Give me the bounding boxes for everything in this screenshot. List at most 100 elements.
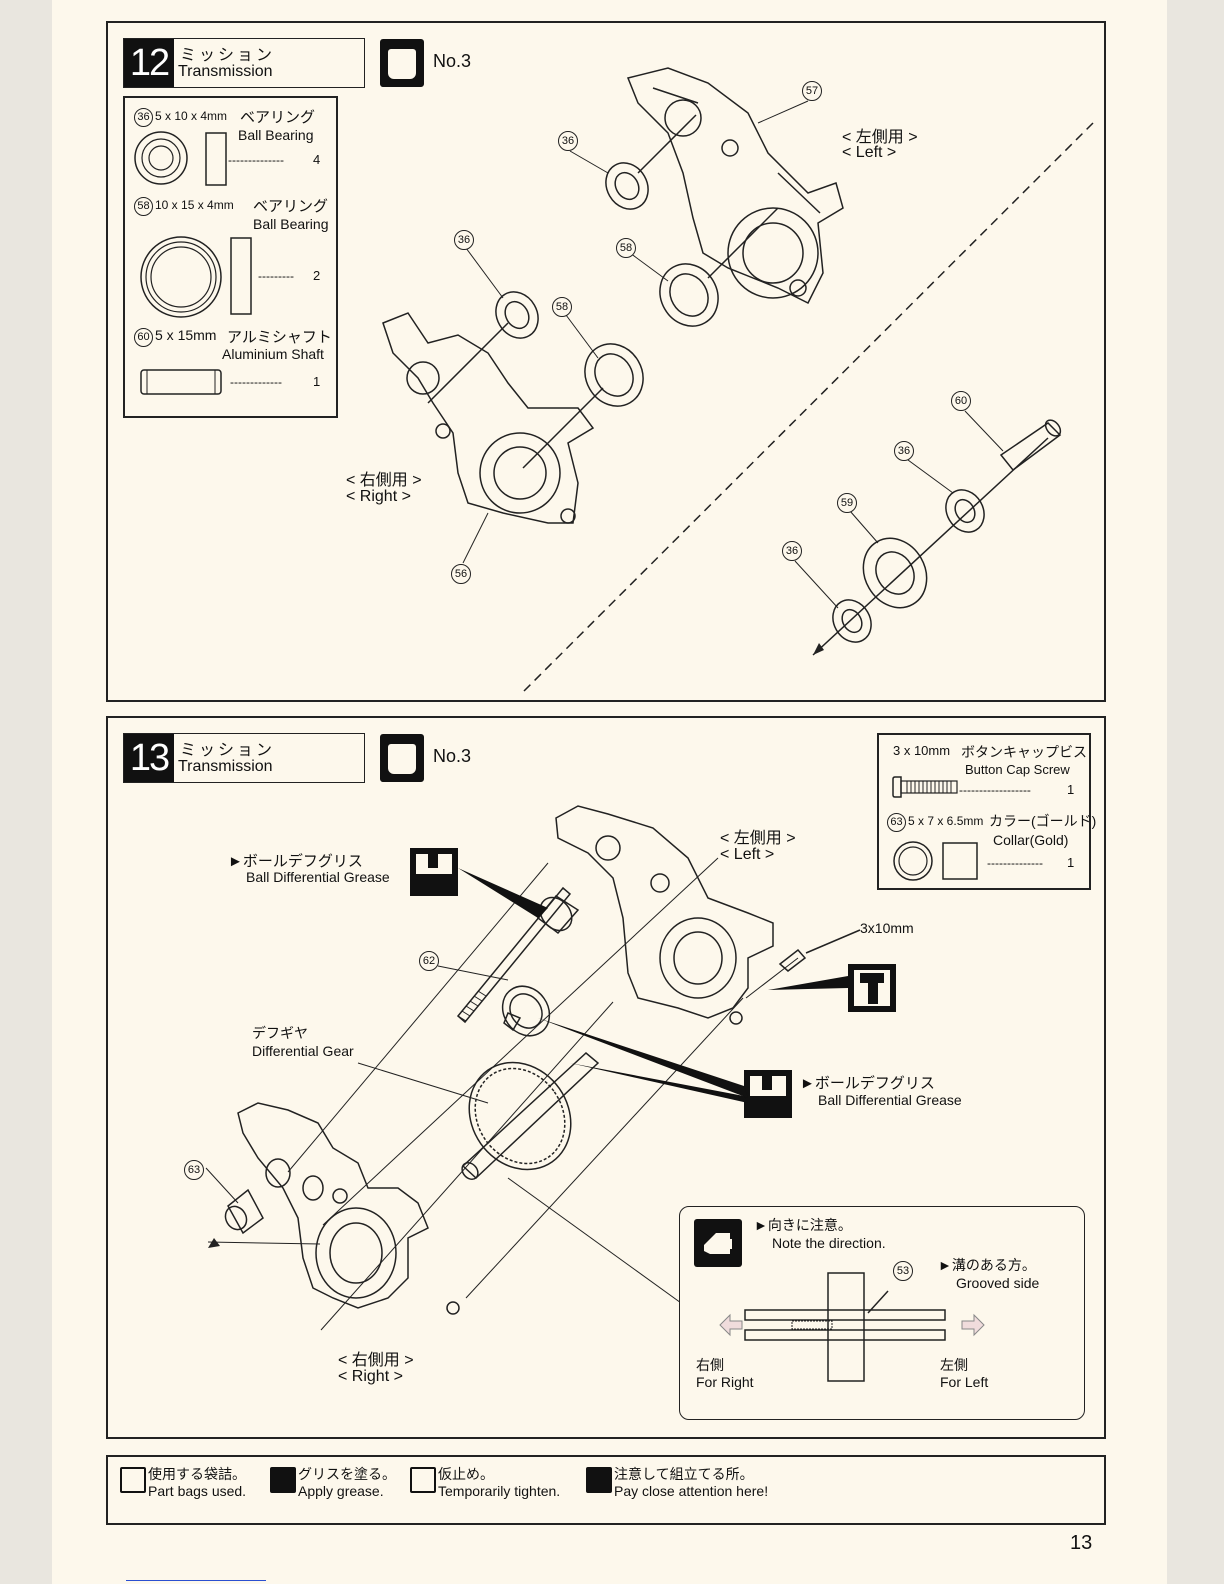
bag-icon [380, 734, 424, 782]
collar-qty: 1 [1067, 855, 1075, 870]
shaft-direction-diagram [719, 1272, 985, 1382]
note-title-en: Note the direction. [772, 1235, 886, 1251]
left-label-en: < Left > [720, 846, 775, 863]
step-number: 12 [124, 39, 174, 87]
callout-36: 36 [558, 131, 578, 151]
collar-drawing [893, 841, 978, 881]
callout-36: 36 [782, 541, 802, 561]
note-left-jp: 左側 [940, 1357, 968, 1373]
shaft-60-drawing [140, 369, 222, 395]
screw-name-jp: ボタンキャップビス [961, 744, 1087, 760]
note-groove-en: Grooved side [956, 1275, 1040, 1291]
callout-36: 36 [894, 441, 914, 461]
step-13-parts-box: 3 x 10mm ボタンキャップビス Button Cap Screw ----… [877, 733, 1096, 890]
note-right-en: For Right [696, 1374, 754, 1390]
grease-label-2-jp: ►ボールデフグリス [800, 1075, 935, 1092]
callout-58: 58 [552, 297, 572, 317]
right-label-en: < Right > [346, 488, 411, 505]
screw-name-en: Button Cap Screw [965, 762, 1070, 777]
left-label-jp: < 左側用 > [720, 830, 796, 847]
part-36-name-jp: ベアリング [240, 109, 316, 126]
right-label-en: < Right > [338, 1368, 403, 1385]
bearing-58-drawing [140, 236, 252, 318]
step-13-exploded-diagram [205, 805, 896, 1331]
step-12-header: 12 ミッション Transmission [123, 38, 365, 88]
screw-qty: 1 [1067, 782, 1075, 797]
part-60-qty: 1 [313, 374, 321, 389]
legend-attention-en: Pay close attention here! [614, 1483, 769, 1499]
footer-link-line [126, 1580, 266, 1581]
screw-drawing [892, 776, 958, 798]
step-13-header: 13 ミッション Transmission [123, 733, 365, 783]
callout-53: 53 [893, 1261, 913, 1281]
grease-label-1-jp: ►ボールデフグリス [228, 853, 363, 870]
callout-56: 56 [451, 564, 471, 584]
note-title-jp: ►向きに注意。 [754, 1217, 852, 1233]
right-label-jp: < 右側用 > [346, 472, 422, 489]
legend-attention-jp: 注意して組立てる所。 [614, 1466, 754, 1482]
bag-icon [380, 39, 424, 87]
part-60-id: 60 [134, 328, 153, 347]
part-60-qty-line: ------------- [230, 375, 282, 389]
collar-qty-line: -------------- [987, 856, 1043, 870]
note-right-jp: 右側 [696, 1357, 724, 1373]
left-label-en: < Left > [842, 144, 897, 161]
grease-label-2-en: Ball Differential Grease [818, 1092, 962, 1108]
part-58-name-en: Ball Bearing [253, 216, 329, 232]
bag-icon [120, 1467, 146, 1493]
legend-tighten-en: Temporarily tighten. [438, 1483, 561, 1499]
legend-bag-en: Part bags used. [148, 1483, 247, 1499]
collar-name-jp: カラー(ゴールド) [989, 813, 1097, 829]
diff-gear-label-en: Differential Gear [252, 1043, 354, 1059]
bearing-36-drawing [134, 131, 227, 186]
step-title-jp: ミッション [180, 47, 276, 64]
legend-tighten-jp: 仮止め。 [438, 1466, 494, 1482]
screw-qty-line: ------------------ [959, 783, 1031, 797]
part-36-name-en: Ball Bearing [238, 127, 314, 143]
part-58-qty: 2 [313, 268, 321, 283]
step-13-panel: 13 ミッション Transmission No.3 3 x 10mm ボタンキ… [106, 716, 1106, 1439]
bag-label: No.3 [433, 51, 472, 71]
callout-57: 57 [802, 81, 822, 101]
part-58-name-jp: ベアリング [253, 198, 329, 215]
note-left-en: For Left [940, 1374, 989, 1390]
part-60-name-en: Aluminium Shaft [222, 346, 324, 362]
part-36-qty: 4 [313, 152, 321, 167]
callout-59: 59 [837, 493, 857, 513]
step-title-en: Transmission [178, 63, 273, 80]
step-title-jp: ミッション [180, 742, 276, 759]
legend-grease-en: Apply grease. [298, 1483, 384, 1499]
step-title-en: Transmission [178, 758, 273, 775]
part-36-id: 36 [134, 108, 153, 127]
left-label-jp: < 左側用 > [842, 129, 918, 146]
callout-36: 36 [454, 230, 474, 250]
legend-panel: 使用する袋詰。 Part bags used. グリスを塗る。 Apply gr… [106, 1455, 1106, 1525]
screw-label: 3x10mm [860, 920, 914, 936]
step-number: 13 [124, 734, 174, 782]
callout-60: 60 [951, 391, 971, 411]
part-60-name-jp: アルミシャフト [227, 329, 332, 346]
bag-label: No.3 [433, 746, 472, 766]
part-58-id: 58 [134, 197, 153, 216]
grease-icon [270, 1467, 296, 1493]
callout-58: 58 [616, 238, 636, 258]
attention-hand-icon [694, 1219, 742, 1267]
legend-bag-jp: 使用する袋詰。 [148, 1466, 246, 1482]
diff-gear-label-jp: デフギヤ [252, 1025, 308, 1041]
page-number: 13 [1070, 1532, 1093, 1554]
tighten-icon [410, 1467, 436, 1493]
part-63-id: 63 [887, 813, 906, 832]
step-12-exploded-diagram [382, 67, 1094, 696]
screw-size: 3 x 10mm [893, 743, 951, 758]
part-36-qty-line: -------------- [228, 153, 284, 167]
direction-note-box: ►向きに注意。 Note the direction. ►溝のある方。 Groo… [679, 1206, 1085, 1420]
grease-label-1-en: Ball Differential Grease [246, 869, 390, 885]
attention-hand-icon [586, 1467, 612, 1493]
part-58-qty-line: --------- [258, 269, 294, 283]
